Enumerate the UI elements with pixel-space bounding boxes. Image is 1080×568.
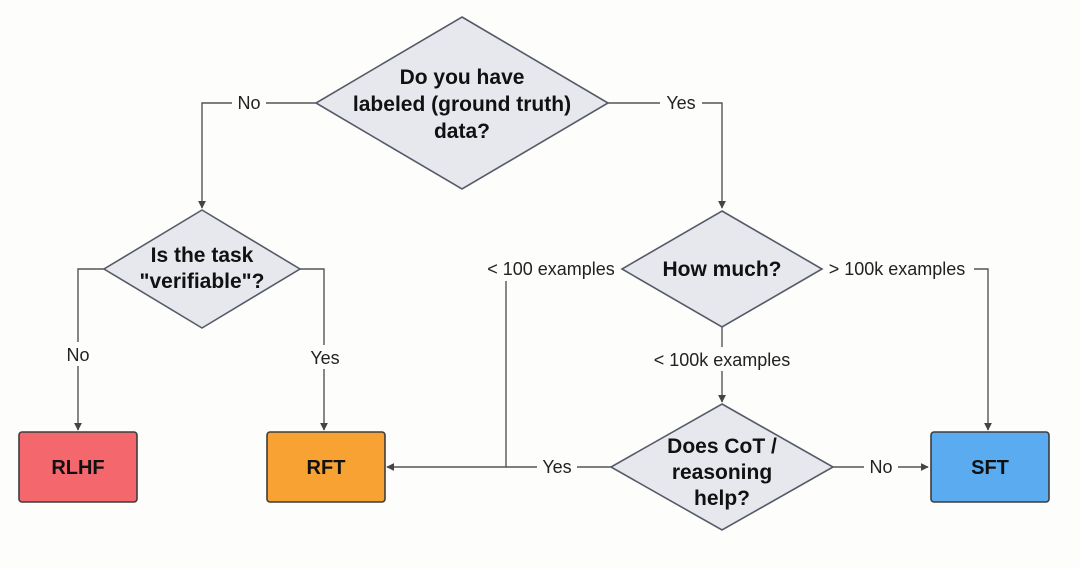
decision-labeled-data-line-2: labeled (ground truth)	[353, 93, 571, 116]
outcome-rft-box	[266, 431, 386, 503]
decision-verifiable: Is the task "verifiable"?	[102, 209, 302, 329]
edge-label-cot-no: No	[869, 457, 892, 477]
outcome-rft: RFT	[266, 431, 386, 503]
decision-verifiable-line-1: Is the task	[151, 244, 254, 267]
outcome-rlhf: RLHF	[18, 431, 138, 503]
edge-label-labeled-no: No	[237, 93, 260, 113]
edge-labeled-no	[198, 102, 316, 209]
outcome-rlhf-box	[18, 431, 138, 503]
edge-label-lt100: < 100 examples	[487, 259, 615, 279]
decision-labeled-data: Do you have labeled (ground truth) data?	[314, 16, 610, 190]
outcome-rft-label: RFT	[307, 457, 346, 479]
edge-verifiable-no	[74, 268, 104, 431]
edge-how-much-gt100k	[822, 268, 992, 431]
outcome-rlhf-label: RLHF	[51, 457, 104, 479]
edge-verifiable-yes	[300, 268, 328, 431]
decision-cot: Does CoT / reasoning help?	[609, 403, 835, 531]
decision-cot-line-1: Does CoT /	[667, 435, 777, 458]
edge-how-much-lt100	[386, 268, 622, 471]
edge-labeled-yes	[608, 102, 726, 209]
edge-labels: No Yes No Yes < 100 examples > 100k exam…	[60, 91, 974, 479]
edge-label-cot-yes: Yes	[542, 457, 571, 477]
decision-labeled-data-line-1: Do you have	[400, 66, 525, 89]
edge-label-gt100k: > 100k examples	[829, 259, 966, 279]
edge-label-verifiable-no: No	[66, 345, 89, 365]
edge-label-verifiable-yes: Yes	[310, 348, 339, 368]
outcome-sft: SFT	[930, 431, 1050, 503]
edge-label-labeled-yes: Yes	[666, 93, 695, 113]
edge-label-lt100k: < 100k examples	[654, 350, 791, 370]
decision-cot-line-2: reasoning	[672, 461, 772, 484]
decision-cot-line-3: help?	[694, 487, 750, 510]
decision-verifiable-line-2: "verifiable"?	[140, 270, 265, 293]
decision-labeled-data-line-3: data?	[434, 120, 490, 143]
outcome-sft-box	[930, 431, 1050, 503]
decision-how-much: How much?	[620, 210, 824, 328]
decision-how-much-line-1: How much?	[663, 258, 782, 281]
outcome-sft-label: SFT	[971, 457, 1009, 479]
